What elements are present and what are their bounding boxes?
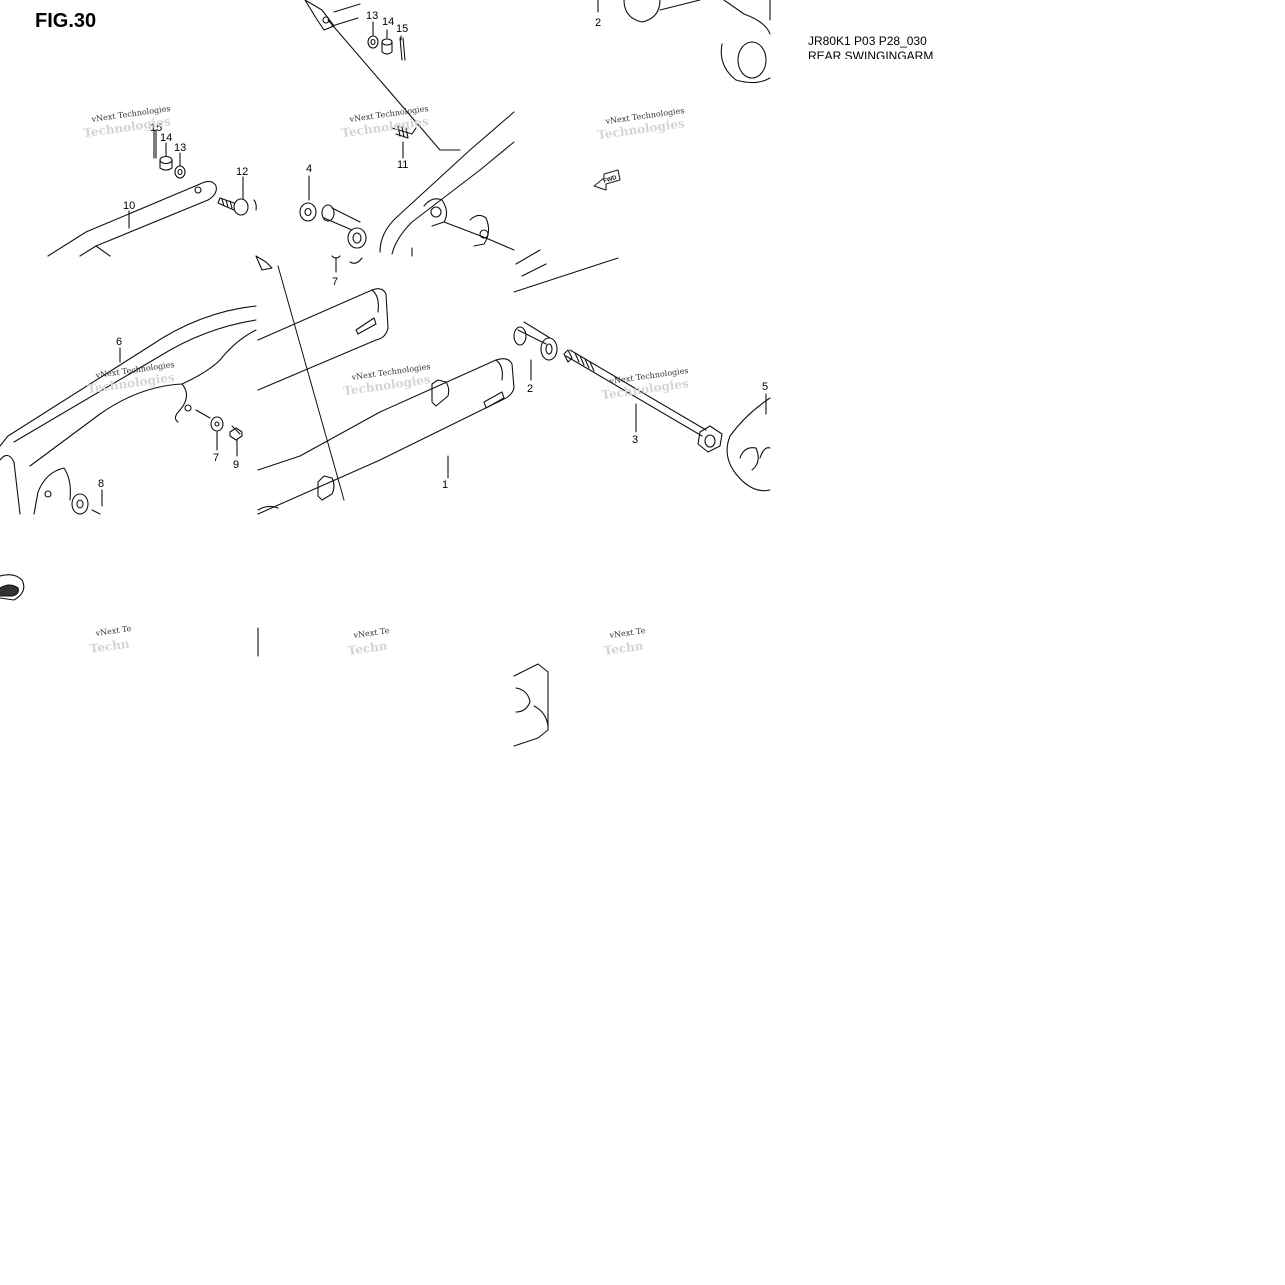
diagram-code: JR80K1 P03 P28_030	[808, 34, 927, 48]
part-3-axle	[563, 349, 723, 453]
callouts: 1 2 2 3 4 5 6 7 7 8 9 10 11 12 13 13 14 …	[98, 10, 768, 491]
part-4-rubber	[299, 202, 317, 222]
part-7-bushing-top	[321, 204, 367, 249]
callout-4: 4	[306, 163, 312, 175]
part-13-washer	[174, 165, 186, 179]
watermark: Technologies vNext Technologies	[601, 366, 690, 402]
part-5-swingarm-end	[726, 397, 771, 492]
callout-7: 7	[332, 276, 338, 288]
callout-2: 2	[527, 383, 533, 395]
callout-15: 15	[150, 122, 162, 134]
watermark: Technologies vNext Technologies	[87, 360, 176, 396]
part-1-swingarm	[257, 288, 389, 391]
svg-text:Techn: Techn	[89, 636, 131, 655]
callout-7: 7	[213, 452, 219, 464]
svg-text:Techn: Techn	[347, 638, 389, 657]
callout-6: 6	[116, 336, 122, 348]
part-7-washer	[210, 416, 224, 432]
tile-top-right: FWD	[513, 0, 771, 293]
bottom-fragments	[0, 574, 549, 747]
callout-10: 10	[123, 200, 135, 212]
callout-3: 3	[632, 434, 638, 446]
fwd-arrow-label: FWD	[603, 175, 618, 185]
callout-1: 1	[442, 479, 448, 491]
fwd-arrow: FWD	[593, 169, 621, 191]
watermark: Techn vNext Te	[89, 624, 132, 656]
part-9-bolt	[229, 425, 243, 441]
watermark: Technologies vNext Technologies	[597, 106, 686, 142]
tile-top-middle	[299, 0, 515, 273]
part-10-bracket	[47, 180, 217, 257]
callout-13: 13	[174, 142, 186, 154]
watermark: Technologies vNext Technologies	[341, 104, 430, 140]
callout-14: 14	[382, 16, 394, 28]
watermark: Technologies vNext Technologies	[343, 362, 432, 398]
svg-text:Techn: Techn	[603, 638, 645, 657]
part-14-nut	[159, 155, 173, 171]
callout-15: 15	[396, 23, 408, 35]
watermark: Techn vNext Te	[603, 626, 646, 658]
part-15-pin	[153, 129, 157, 159]
part-6-chain-case	[0, 305, 257, 447]
figure-number: FIG.30	[35, 10, 97, 32]
tile-mid-right	[513, 321, 771, 492]
callout-11: 11	[397, 159, 408, 171]
callout-8: 8	[98, 478, 104, 490]
watermark: Techn vNext Te	[347, 626, 390, 658]
callout-12: 12	[236, 166, 248, 178]
tile-mid-left	[0, 305, 257, 515]
part-12-bolt	[217, 197, 257, 216]
callout-5: 5	[762, 381, 768, 393]
part-2-bushing	[513, 321, 558, 361]
diagram-title: REAR SWINGINGARM	[808, 50, 934, 59]
part-8-collar	[71, 493, 101, 515]
tile-top-left	[47, 129, 257, 257]
tile-middle	[255, 255, 515, 515]
callout-13: 13	[366, 10, 378, 22]
callout-9: 9	[233, 459, 239, 471]
callout-2: 2	[595, 17, 601, 29]
callout-14: 14	[160, 132, 172, 144]
